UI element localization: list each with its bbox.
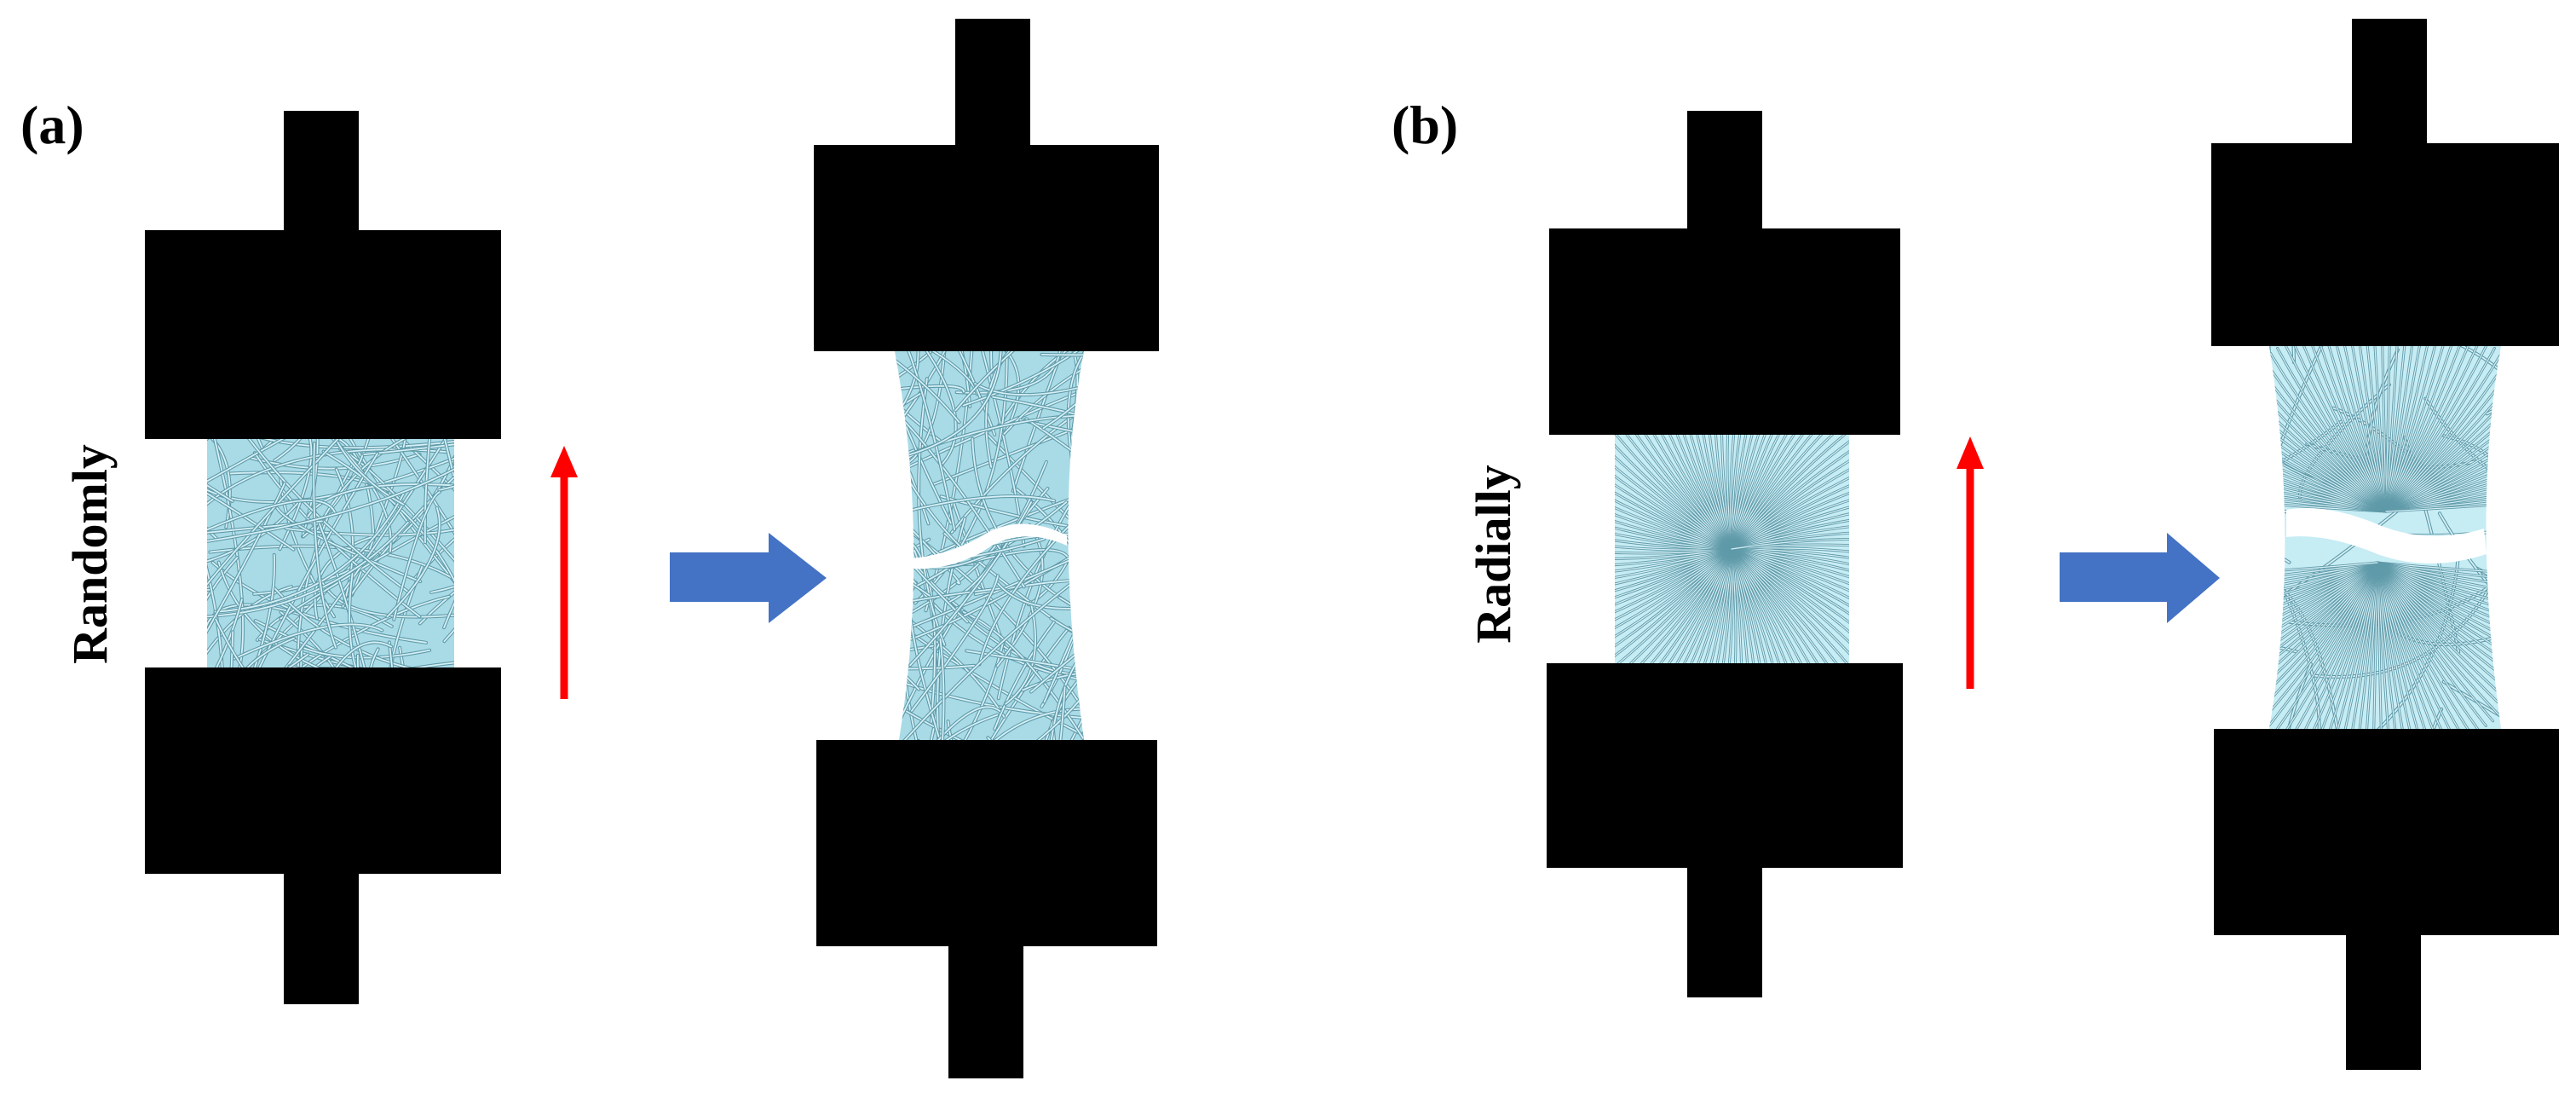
fracture-crack xyxy=(2286,508,2487,563)
lower-clamp xyxy=(2214,729,2559,1070)
panel-b-label: (b) xyxy=(1392,95,1458,155)
panel-a-label: (a) xyxy=(20,95,84,155)
load-direction-arrow-b xyxy=(1956,436,1984,689)
process-arrow-b xyxy=(2060,533,2220,623)
randomly-label: Randomly xyxy=(62,444,118,664)
upper-clamp xyxy=(145,111,501,439)
upper-clamp xyxy=(2211,19,2559,346)
lower-clamp xyxy=(145,667,501,1004)
lower-clamp xyxy=(816,740,1157,1078)
upper-clamp xyxy=(814,19,1159,351)
load-direction-arrow-a xyxy=(550,446,578,699)
random-fiber-specimen xyxy=(207,439,454,667)
panel-a-before xyxy=(145,111,501,1004)
radial-fiber-specimen xyxy=(1615,435,1849,663)
panel-b-before xyxy=(1547,111,1903,997)
upper-clamp xyxy=(1549,111,1900,435)
process-arrow-a xyxy=(670,533,827,623)
fracture-crack xyxy=(910,523,1067,569)
panel-a-after xyxy=(814,19,1159,1078)
radially-label: Radially xyxy=(1466,465,1521,644)
lower-clamp xyxy=(1547,663,1903,997)
